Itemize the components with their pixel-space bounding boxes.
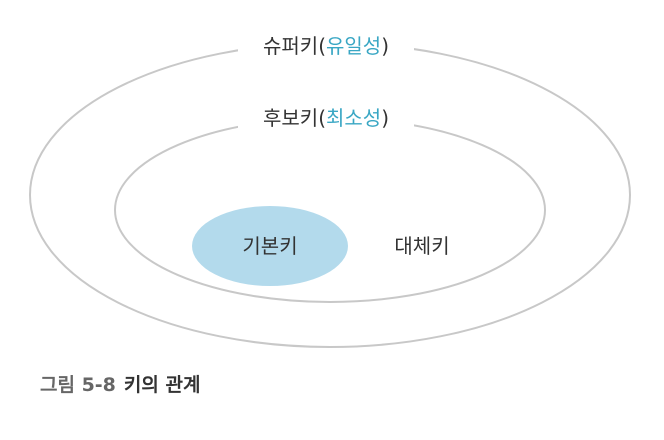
candidate-key-paren-close: ) — [381, 106, 389, 130]
super-key-label: 슈퍼키(유일성) — [263, 34, 389, 58]
candidate-key-name: 후보키 — [263, 106, 318, 130]
primary-key-ellipse — [192, 206, 348, 286]
figure-title: 키의 관계 — [123, 374, 201, 396]
super-key-name: 슈퍼키 — [263, 34, 318, 58]
candidate-key-label-background — [238, 100, 414, 136]
candidate-key-paren-open: ( — [318, 106, 326, 130]
alternate-key-label: 대체키 — [394, 234, 449, 258]
super-key-paren-open: ( — [318, 34, 326, 58]
candidate-key-label: 후보키(최소성) — [263, 106, 389, 130]
candidate-key-ellipse — [114, 117, 546, 303]
super-key-property: 유일성 — [326, 34, 381, 58]
figure-caption: 그림 5-8 키의 관계 — [40, 370, 200, 397]
candidate-key-property: 최소성 — [326, 106, 381, 130]
super-key-paren-close: ) — [381, 34, 389, 58]
primary-key-label: 기본키 — [242, 234, 297, 258]
figure-number: 그림 5-8 — [40, 374, 116, 396]
super-key-label-background — [238, 28, 414, 64]
